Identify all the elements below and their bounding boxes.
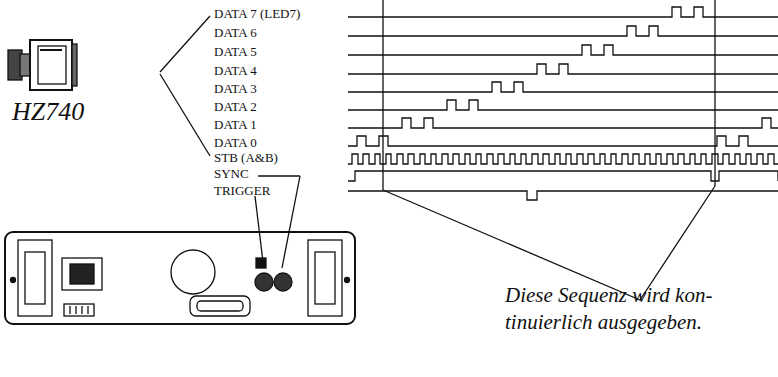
camera-icon: [8, 40, 77, 90]
marker-line: [714, 0, 715, 186]
waveform: [348, 45, 778, 55]
signal-name: DATA 2: [214, 100, 257, 114]
leader-line: [282, 176, 300, 268]
model-name: HZ740: [12, 98, 84, 127]
signal-name: TRIGGER: [214, 184, 270, 198]
leader-line: [160, 74, 210, 156]
signal-name: STB (A&B): [214, 151, 278, 165]
signal-name: DATA 1: [214, 118, 257, 132]
waveform: [348, 82, 778, 92]
rear-panel: [5, 232, 355, 324]
waveform: [348, 64, 778, 74]
leader-line: [255, 196, 263, 262]
signal-name: SYNC: [214, 167, 249, 181]
waveform: [348, 7, 778, 17]
waveforms: [348, 7, 778, 200]
waveform: [348, 171, 778, 181]
note-text: Diese Sequenz wird kon- tinuierlich ausg…: [505, 282, 767, 337]
leader-line: [160, 16, 210, 72]
signal-name: DATA 5: [214, 45, 257, 59]
waveform: [348, 26, 778, 36]
signal-name: DATA 6: [214, 26, 257, 40]
leader-line: [258, 175, 300, 176]
bracket: [383, 186, 715, 300]
waveform: [348, 154, 778, 164]
waveform: [348, 136, 778, 146]
signal-name: DATA 7 (LED7): [214, 7, 300, 21]
marker-line: [382, 0, 383, 190]
signal-name: DATA 3: [214, 82, 257, 96]
waveform: [348, 100, 778, 110]
waveform: [348, 118, 778, 128]
waveform: [348, 191, 778, 200]
signal-name: DATA 4: [214, 64, 257, 78]
signal-name: DATA 0: [214, 136, 257, 150]
